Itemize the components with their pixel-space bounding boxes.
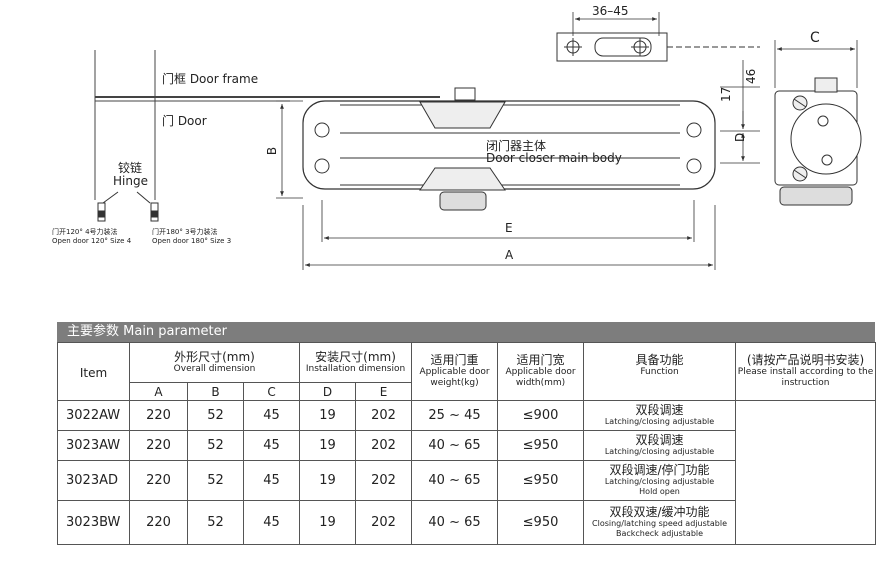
- mounting-holes: [314, 122, 702, 174]
- note-120: 门开120° 4号力装法: [52, 227, 118, 236]
- dim-46: 46: [744, 69, 758, 84]
- dim-17: 17: [719, 87, 733, 102]
- side-dimensions: [720, 60, 760, 164]
- table-row: 3023AW 220 52 45 19 202 40 ~ 65 ≤950 双段调…: [57, 430, 876, 461]
- note-120-en: Open door 120° Size 4: [52, 237, 132, 245]
- col-c: C: [242, 382, 301, 401]
- spec-table-container: 主要参数 Main parameter Item 外形尺寸(mm)Overall…: [57, 322, 877, 545]
- table-row: 3023BW 220 52 45 19 202 40 ~ 65 ≤950 双段双…: [57, 500, 876, 545]
- col-note: (请按产品说明书安装)Please install according to t…: [735, 342, 877, 401]
- side-view: [774, 77, 862, 206]
- door-closer-body: [302, 87, 716, 211]
- hinge-label-en: Hinge: [113, 174, 148, 188]
- dim-a: A: [505, 248, 514, 262]
- dim-d: D: [733, 133, 747, 142]
- col-b: B: [187, 382, 244, 401]
- body-label-en: Door closer main body: [486, 151, 622, 165]
- note-180-en: Open door 180° Size 3: [152, 237, 231, 245]
- door-label: 门 Door: [162, 113, 207, 128]
- header-row: Item 外形尺寸(mm)Overall dimension 安装尺寸(mm)I…: [57, 342, 877, 401]
- col-item: Item: [57, 342, 130, 401]
- col-overall: 外形尺寸(mm)Overall dimension: [128, 342, 301, 383]
- note-cell: [735, 400, 877, 545]
- col-install: 安装尺寸(mm)Installation dimension: [299, 342, 413, 383]
- spec-table: Item 外形尺寸(mm)Overall dimension 安装尺寸(mm)I…: [57, 342, 877, 545]
- side-dim-c: [774, 40, 858, 88]
- table-row: 3022AW 220 52 45 19 202 25 ~ 45 ≤900 双段调…: [57, 400, 877, 545]
- dim-e: E: [505, 221, 513, 235]
- col-d: D: [299, 382, 357, 401]
- col-a: A: [129, 382, 188, 401]
- col-e: E: [355, 382, 413, 401]
- dim-b: B: [265, 147, 279, 155]
- door-frame-label: 门框 Door frame: [162, 71, 258, 86]
- front-dimensions: [276, 100, 716, 270]
- hinge-icon: [97, 191, 159, 222]
- bracket-dimensions: [572, 12, 660, 36]
- note-180: 门开180° 3号力装法: [152, 227, 218, 236]
- hinge-label-zh: 铰链: [118, 160, 142, 175]
- technical-drawing: 门框 Door frame 门 Door 铰链 Hinge 门开120° 4号力…: [52, 4, 862, 270]
- body-label-zh: 闭门器主体: [486, 138, 546, 153]
- door-frame-lines: [94, 50, 440, 200]
- table-row: 3023AD 220 52 45 19 202 40 ~ 65 ≤950 双段调…: [57, 460, 876, 501]
- dim-c: C: [810, 30, 820, 46]
- dim-slot: 36–45: [592, 4, 629, 18]
- spec-table-title: 主要参数 Main parameter: [57, 322, 875, 342]
- bracket-view: [556, 32, 760, 62]
